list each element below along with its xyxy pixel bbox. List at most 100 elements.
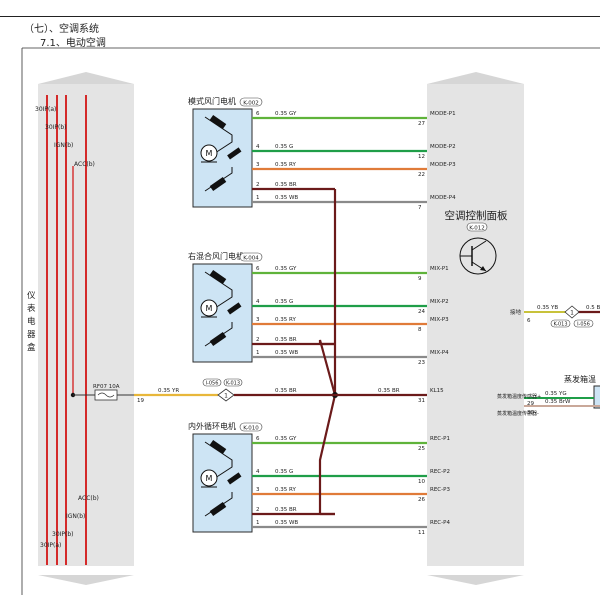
wire-spec: 0.35 G [275, 144, 293, 150]
ac-panel-box [427, 84, 524, 566]
motor-pin: 4 [256, 144, 260, 150]
connector-code: K-013 [553, 321, 567, 327]
panel-pin-number: 10 [418, 479, 425, 485]
motor-contact [209, 439, 227, 455]
wire-spec: 0.35 G [275, 469, 293, 475]
motor-contact [227, 472, 242, 485]
connector-badge [223, 378, 243, 387]
panel-pin-label: MIX-P2 [430, 299, 449, 305]
motor-connector-badge [239, 252, 263, 262]
instrument-box-title-char: 仪 [27, 291, 36, 301]
evap-wire2-spec: 0.35 BrW [545, 399, 571, 405]
transistor-arrow [480, 266, 486, 271]
panel-pin-number: 11 [418, 530, 425, 536]
wire-spec: 0.35 RY [275, 317, 296, 323]
instrument-box-bottom-arrow [38, 575, 134, 585]
top-rail-label: ACC(b) [74, 161, 95, 168]
bottom-rail-label: 30IP(a) [40, 542, 61, 549]
motor-pin: 2 [256, 337, 260, 343]
panel-pin-number: 27 [418, 121, 425, 127]
inline-connector-num: 1 [224, 393, 228, 400]
brown-bus [318, 189, 338, 516]
fuse-element [97, 392, 115, 398]
evap-sensor1-label: 蒸发箱温度传感器+ [497, 393, 541, 400]
motor-pin: 1 [256, 520, 260, 526]
section-title: （七）、空调系统 [24, 24, 99, 35]
kl15-wire-mid-spec: 0.35 BR [275, 388, 297, 394]
kl15-label: KL15 [430, 388, 444, 394]
motor-contact [209, 501, 227, 517]
wire-spec: 0.35 WB [275, 520, 298, 526]
panel-pin-number: 23 [418, 360, 425, 366]
wire-spec: 0.35 WB [275, 350, 298, 356]
bottom-rail-label: 30IP(b) [52, 531, 74, 538]
evap-sensor-body [593, 385, 600, 409]
motor-connector-code: K-002 [243, 100, 259, 106]
fuse-pin: 19 [137, 398, 144, 404]
top-rail-label: 30IP(b) [45, 124, 67, 131]
kl15-wire-left-spec: 0.35 YR [158, 388, 179, 394]
kl15-wire-right-spec: 0.35 BR [378, 388, 400, 394]
subsection-title: 7.1、电动空调 [40, 38, 106, 49]
motor-pin: 4 [256, 299, 260, 305]
panel-pin-number: 9 [418, 276, 422, 282]
panel-connector-badge [466, 222, 488, 232]
wire-spec: 0.35 BR [275, 182, 297, 188]
connector-badge [550, 319, 571, 328]
wire-spec: 0.35 GY [275, 436, 297, 442]
ground-wire-spec2: 0.5 B [586, 305, 600, 311]
panel-pin-number: 25 [418, 446, 425, 452]
motor-contact [227, 147, 242, 160]
bus-segment [318, 339, 337, 396]
panel-pin-label: REC-P4 [430, 520, 450, 526]
evap-sensor2-label: 蒸发箱温度传感器- [497, 410, 539, 417]
evap-pin1: 29 [527, 401, 534, 407]
panel-pin-label: MODE-P3 [430, 162, 456, 168]
wire-spec: 0.35 G [275, 299, 293, 305]
panel-pin-number: 12 [418, 154, 425, 160]
top-rail-label: IGN(b) [54, 142, 73, 149]
motor-pin: 1 [256, 350, 260, 356]
motor-symbol-circle [200, 299, 218, 317]
motor-symbol-circle [200, 144, 218, 162]
wire-spec: 0.35 RY [275, 162, 296, 168]
panel-pin-label: MODE-P4 [430, 195, 456, 201]
connector-badge [573, 319, 594, 328]
motor-pin: 2 [256, 182, 260, 188]
ac-panel-top-arrow [427, 72, 524, 84]
transistor-collector [471, 240, 487, 251]
motor-pin: 3 [256, 487, 260, 493]
motor-name: 模式风门电机 [188, 96, 236, 106]
motor-name: 内外循环电机 [188, 421, 236, 431]
evap-pin2: 30 [527, 410, 534, 416]
instrument-box-title-char: 盒 [27, 342, 36, 353]
panel-pin-number: 22 [418, 172, 425, 178]
motor-connector-code: K-004 [243, 255, 259, 261]
motor-symbol-m: M [206, 304, 213, 313]
motor-pin: 4 [256, 469, 260, 475]
instrument-box-title-char: 表 [27, 303, 36, 314]
panel-pin-label: MODE-P2 [430, 144, 456, 150]
panel-pin-number: 26 [418, 497, 425, 503]
bus-segment [318, 394, 337, 514]
wire-spec: 0.35 WB [275, 195, 298, 201]
panel-connector-code: K-012 [469, 225, 485, 231]
motor-pin: 3 [256, 317, 260, 323]
evap-wire1-spec: 0.35 YG [545, 391, 567, 397]
motor-pin: 3 [256, 162, 260, 168]
motor-connector-badge [239, 97, 263, 107]
motor-contact [209, 176, 227, 192]
connector-code: I-056 [577, 321, 590, 327]
ground-label: 接地 [510, 308, 522, 316]
motor-symbol-m: M [206, 474, 213, 483]
motor-contact [209, 114, 227, 130]
ground-pin: 6 [527, 318, 531, 324]
instrument-box-top-arrow [38, 72, 134, 84]
motor-name: 右混合风门电机 [188, 251, 244, 261]
